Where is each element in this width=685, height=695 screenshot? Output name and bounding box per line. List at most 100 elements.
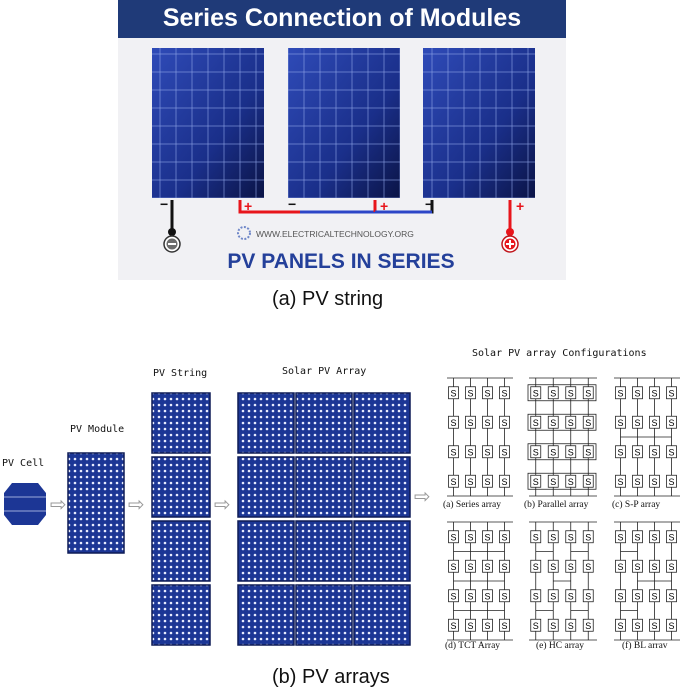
flow-arrow-icon: ⇨ bbox=[214, 492, 231, 516]
flow-arrow-icon: ⇨ bbox=[50, 492, 67, 516]
switch-symbol: S bbox=[617, 418, 623, 428]
switch-symbol: S bbox=[467, 447, 473, 457]
config-label-sp: (c) S-P array bbox=[612, 500, 661, 510]
pv-module-symbol bbox=[547, 589, 559, 603]
pv-module-symbol bbox=[582, 445, 594, 459]
pv-module-symbol bbox=[482, 618, 493, 632]
switch-symbol: S bbox=[617, 388, 623, 398]
pv-module-symbol bbox=[448, 386, 459, 400]
switch-symbol: S bbox=[668, 447, 674, 457]
switch-symbol: S bbox=[501, 532, 507, 542]
pv-module-symbol bbox=[448, 474, 459, 488]
label-configurations-title: Solar PV array Configurations bbox=[472, 348, 647, 359]
switch-symbol: S bbox=[634, 388, 640, 398]
series-wiring bbox=[168, 200, 514, 236]
switch-symbol: S bbox=[568, 591, 574, 601]
switch-symbol: S bbox=[568, 447, 574, 457]
switch-symbol: S bbox=[651, 477, 657, 487]
switch-symbol: S bbox=[651, 562, 657, 572]
pv-module-symbol bbox=[582, 386, 594, 400]
switch-symbol: S bbox=[585, 532, 591, 542]
pv-module-symbol bbox=[547, 530, 559, 544]
solar-panel-1 bbox=[152, 48, 264, 198]
pv-module-symbol bbox=[482, 589, 493, 603]
plus-sign: + bbox=[380, 198, 388, 214]
switch-symbol: S bbox=[585, 621, 591, 631]
switch-symbol: S bbox=[467, 532, 473, 542]
switch-symbol: S bbox=[501, 562, 507, 572]
pv-module-symbol bbox=[547, 618, 559, 632]
switch-symbol: S bbox=[501, 621, 507, 631]
switch-symbol: S bbox=[467, 591, 473, 601]
switch-symbol: S bbox=[568, 621, 574, 631]
pv-module-symbol bbox=[547, 386, 559, 400]
pv-module-symbol bbox=[465, 445, 476, 459]
switch-symbol: S bbox=[484, 532, 490, 542]
pv-module bbox=[67, 452, 125, 554]
pv-module-symbol bbox=[530, 445, 542, 459]
pv-module-symbol bbox=[615, 618, 626, 632]
pv-module-symbol bbox=[565, 415, 577, 429]
config-label-bl: (f) BL arrav bbox=[622, 641, 668, 651]
pv-module-symbol bbox=[649, 386, 660, 400]
switch-symbol: S bbox=[550, 477, 556, 487]
pv-module-symbol bbox=[632, 559, 643, 573]
pv-module-symbol bbox=[530, 415, 542, 429]
pv-module-symbol bbox=[649, 474, 660, 488]
switch-symbol: S bbox=[450, 591, 456, 601]
pv-module-symbol bbox=[666, 386, 677, 400]
pv-module-symbol bbox=[465, 559, 476, 573]
config-label-series: (a) Series array bbox=[443, 500, 502, 510]
minus-sign: − bbox=[288, 196, 296, 212]
pv-module-symbol bbox=[582, 530, 594, 544]
switch-symbol: S bbox=[450, 562, 456, 572]
switch-symbol: S bbox=[617, 477, 623, 487]
pv-module-symbol bbox=[649, 415, 660, 429]
watermark-text: WWW.ELECTRICALTECHNOLOGY.ORG bbox=[256, 229, 414, 239]
pv-module-symbol bbox=[632, 445, 643, 459]
pv-module-symbol bbox=[482, 474, 493, 488]
pv-module-symbol bbox=[499, 559, 510, 573]
switch-symbol: S bbox=[550, 591, 556, 601]
switch-symbol: S bbox=[550, 447, 556, 457]
pv-module-symbol bbox=[565, 559, 577, 573]
pv-module-symbol bbox=[666, 618, 677, 632]
pv-module-symbol bbox=[666, 474, 677, 488]
pv-module-symbol bbox=[666, 415, 677, 429]
switch-symbol: S bbox=[450, 447, 456, 457]
switch-symbol: S bbox=[634, 447, 640, 457]
switch-symbol: S bbox=[651, 447, 657, 457]
plus-sign: + bbox=[244, 198, 252, 214]
switch-symbol: S bbox=[550, 388, 556, 398]
pv-module-symbol bbox=[649, 530, 660, 544]
pv-module-symbol bbox=[649, 559, 660, 573]
switch-symbol: S bbox=[634, 418, 640, 428]
pv-module-symbol bbox=[565, 530, 577, 544]
pv-module-symbol bbox=[565, 618, 577, 632]
pv-module-symbol bbox=[448, 589, 459, 603]
positive-terminal-icon bbox=[501, 235, 519, 253]
pv-module-symbol bbox=[666, 589, 677, 603]
switch-symbol: S bbox=[568, 562, 574, 572]
pv-module-symbol bbox=[499, 445, 510, 459]
pv-module-symbol bbox=[482, 559, 493, 573]
switch-symbol: S bbox=[484, 447, 490, 457]
pv-module-symbol bbox=[530, 530, 542, 544]
switch-symbol: S bbox=[501, 418, 507, 428]
switch-symbol: S bbox=[668, 418, 674, 428]
pv-module-symbol bbox=[547, 474, 559, 488]
pv-module-symbol bbox=[530, 589, 542, 603]
switch-symbol: S bbox=[634, 621, 640, 631]
switch-symbol: S bbox=[617, 447, 623, 457]
pv-module-symbol bbox=[465, 474, 476, 488]
switch-symbol: S bbox=[501, 591, 507, 601]
pv-module-symbol bbox=[448, 445, 459, 459]
minus-sign: − bbox=[160, 196, 168, 212]
pv-module-symbol bbox=[530, 618, 542, 632]
caption-pv-string: (a) PV string bbox=[272, 288, 384, 310]
label-pv-string: PV String bbox=[153, 368, 208, 379]
switch-symbol: S bbox=[484, 621, 490, 631]
pv-module-symbol bbox=[547, 415, 559, 429]
plus-sign: + bbox=[516, 198, 524, 214]
